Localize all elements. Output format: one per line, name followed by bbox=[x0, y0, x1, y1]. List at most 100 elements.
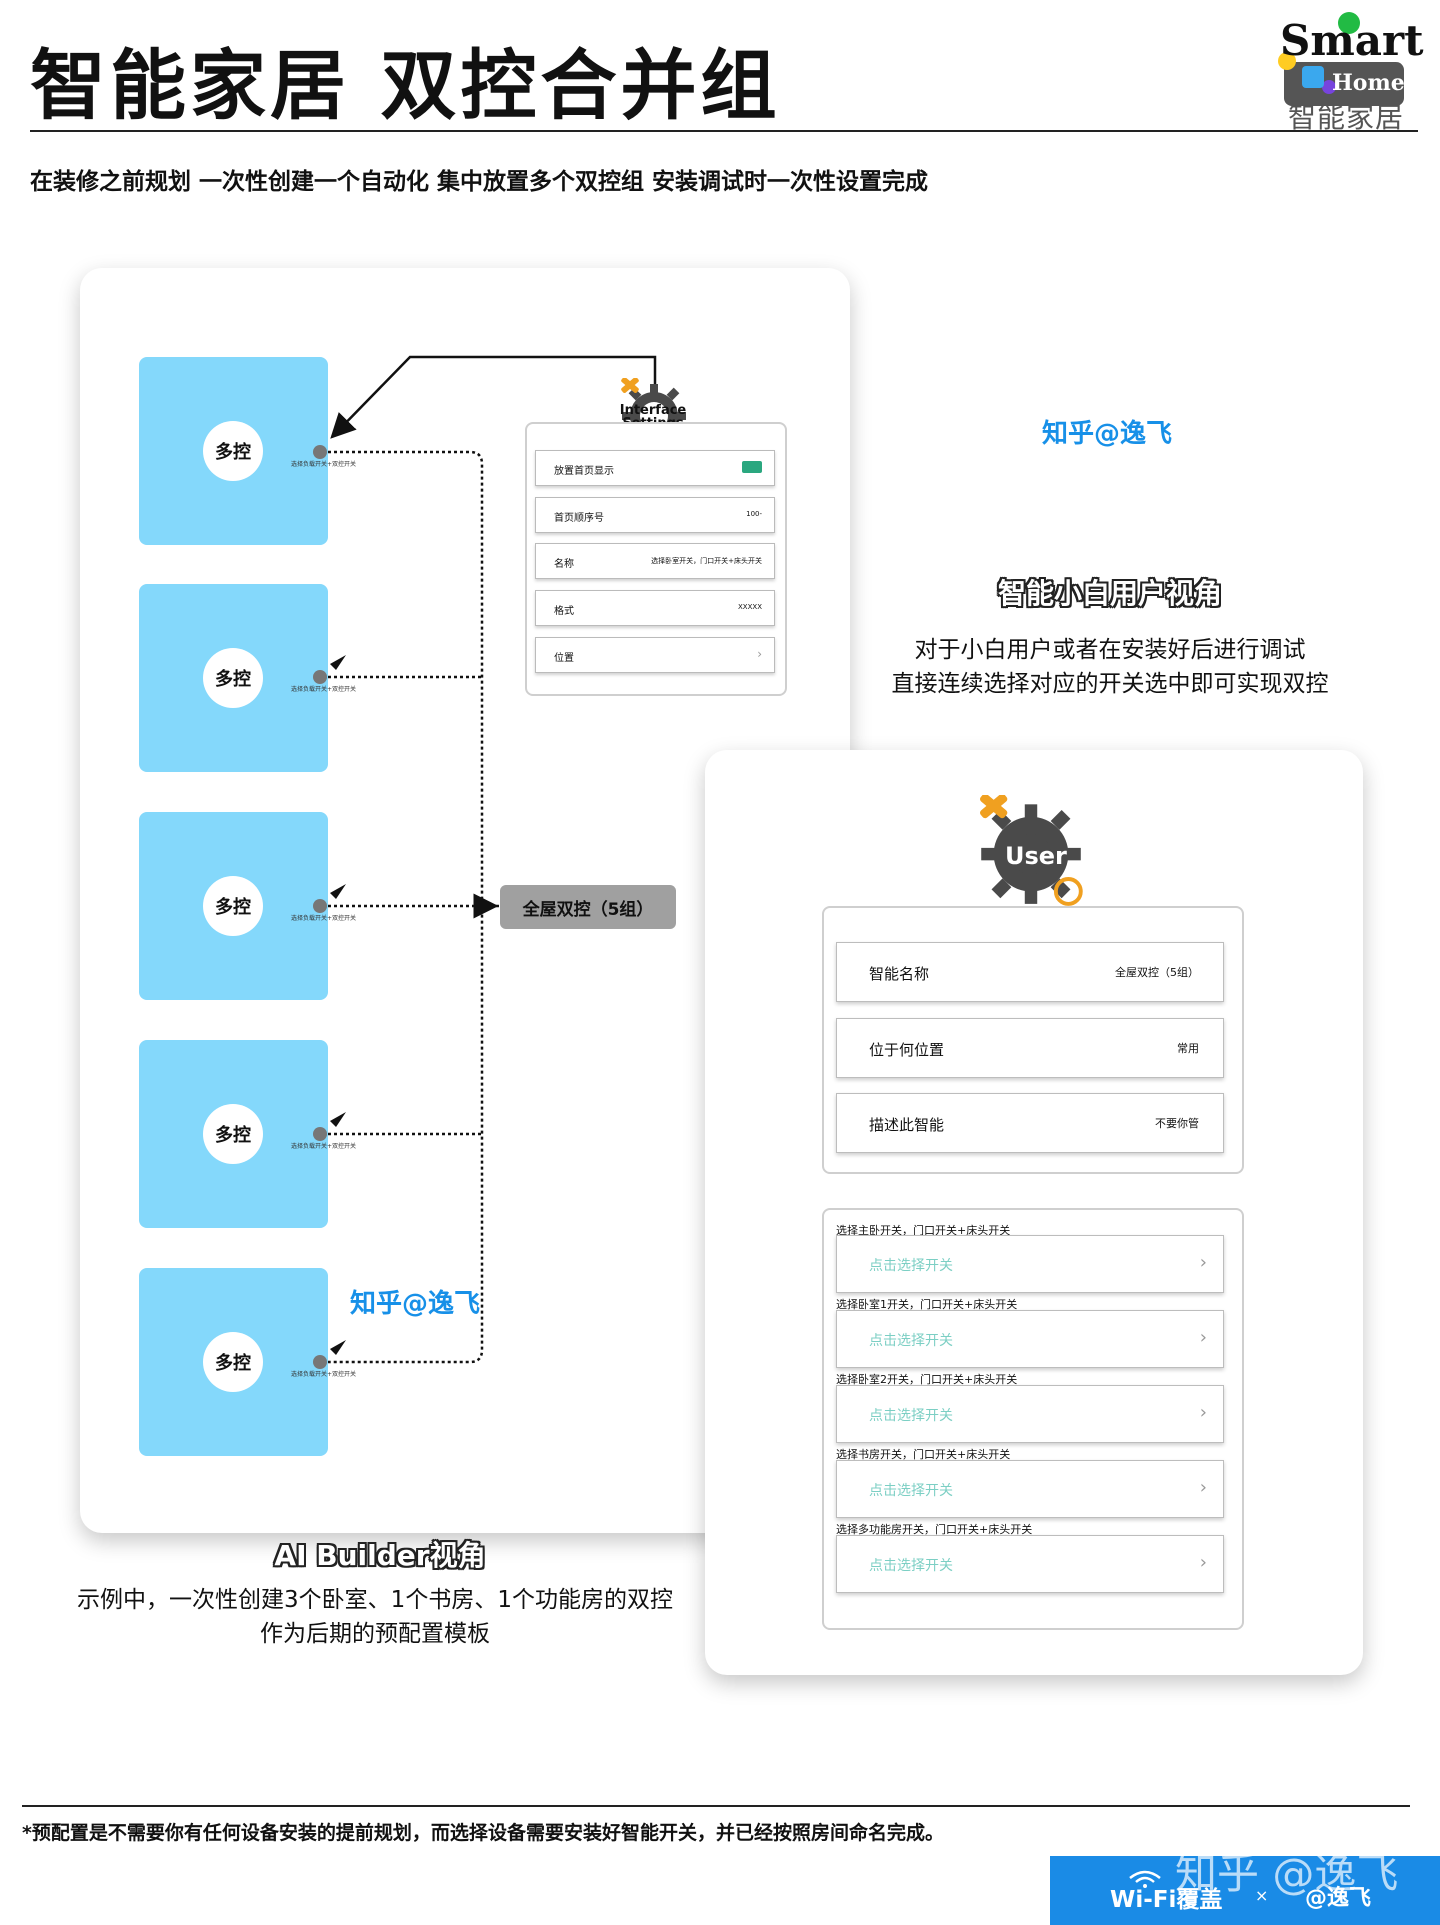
user-watermark: 知乎@逸飞 bbox=[1042, 419, 1173, 449]
settings-row-order[interactable]: 首页顺序号 100- bbox=[535, 497, 775, 533]
tile-node bbox=[313, 899, 327, 913]
select-switch-master-bedroom[interactable]: 点击选择开关 › bbox=[836, 1235, 1224, 1293]
info-row-label: 描述此智能 bbox=[869, 1116, 945, 1134]
logo-blue-square bbox=[1302, 66, 1324, 88]
chevron-right-icon: › bbox=[1199, 1552, 1207, 1573]
toggle-switch[interactable] bbox=[742, 461, 762, 473]
tile-small-text: 选择负载开关+双控开关 bbox=[291, 1371, 357, 1378]
banner-handle: @逸飞 bbox=[1305, 1886, 1372, 1911]
smart-home-logo: Smart Home 智能家居 bbox=[1278, 12, 1424, 134]
switch-placeholder: 点击选择开关 bbox=[869, 1408, 953, 1424]
tile-label: 多控 bbox=[203, 648, 263, 708]
settings-row-label: 位置 bbox=[554, 653, 574, 664]
location-row[interactable]: 位于何位置 常用 bbox=[836, 1018, 1224, 1078]
settings-row-location[interactable]: 位置 › bbox=[535, 637, 775, 673]
switch-select-group: 选择主卧开关，门口开关+床头开关 点击选择开关 › 选择卧室1开关，门口开关+床… bbox=[822, 1208, 1244, 1630]
multi-control-tile-2: 多控 选择负载开关+双控开关 bbox=[139, 584, 356, 772]
logo-yellow-dot bbox=[1278, 52, 1296, 70]
info-row-value: 全屋双控（5组） bbox=[1115, 966, 1199, 979]
select-switch-bedroom-1[interactable]: 点击选择开关 › bbox=[836, 1310, 1224, 1368]
info-row-label: 智能名称 bbox=[869, 965, 930, 983]
user-info-group: 智能名称 全屋双控（5组） 位于何位置 常用 描述此智能 不要你管 bbox=[822, 906, 1244, 1174]
settings-row-label: 首页顺序号 bbox=[554, 513, 604, 524]
tile-small-text: 选择负载开关+双控开关 bbox=[291, 686, 357, 693]
tile-label: 多控 bbox=[203, 1104, 263, 1164]
multi-control-tile-5: 多控 选择负载开关+双控开关 bbox=[139, 1268, 356, 1456]
chevron-right-icon: › bbox=[1199, 1477, 1207, 1498]
switch-row-label: 选择卧室1开关，门口开关+床头开关 bbox=[836, 1298, 1018, 1311]
banner-text: Wi-Fi覆盖 bbox=[1110, 1887, 1223, 1913]
multi-control-tile-1: 多控 选择负载开关+双控开关 bbox=[139, 357, 356, 545]
tile-node bbox=[313, 445, 327, 459]
chevron-right-icon: › bbox=[1199, 1402, 1207, 1423]
footnote: *预配置是不需要你有任何设备安装的提前规划，而选择设备需要安装好智能开关，并已经… bbox=[22, 1822, 944, 1844]
user-caption-line-1: 对于小白用户或者在安装好后进行调试 bbox=[914, 637, 1306, 663]
switch-placeholder: 点击选择开关 bbox=[869, 1558, 953, 1574]
builder-watermark: 知乎@逸飞 bbox=[350, 1289, 481, 1319]
settings-row-label: 格式 bbox=[554, 606, 574, 617]
select-switch-multifunction-room[interactable]: 点击选择开关 › bbox=[836, 1535, 1224, 1593]
banner-watermark: 知乎 @逸飞 bbox=[1175, 1849, 1399, 1898]
dotted-links bbox=[328, 450, 500, 1364]
multi-control-tile-4: 多控 选择负载开关+双控开关 bbox=[139, 1040, 356, 1228]
tile-label: 多控 bbox=[203, 876, 263, 936]
settings-row-format[interactable]: 格式 XXXXX bbox=[535, 590, 775, 626]
settings-row-value: 100- bbox=[746, 510, 762, 518]
info-row-value: 不要你管 bbox=[1155, 1117, 1199, 1130]
logo-smart-text: Smart bbox=[1280, 16, 1424, 65]
settings-row-name[interactable]: 名称 选择卧室开关，门口开关+床头开关 bbox=[535, 543, 775, 579]
settings-row-value: 选择卧室开关，门口开关+床头开关 bbox=[651, 557, 762, 565]
interface-settings-panel: 放置首页显示 首页顺序号 100- 名称 选择卧室开关，门口开关+床头开关 格式… bbox=[525, 422, 787, 696]
description-row[interactable]: 描述此智能 不要你管 bbox=[836, 1093, 1224, 1153]
select-switch-bedroom-2[interactable]: 点击选择开关 › bbox=[836, 1385, 1224, 1443]
user-caption-line-2: 直接连续选择对应的开关选中即可实现双控 bbox=[891, 671, 1329, 697]
settings-row-label: 名称 bbox=[554, 559, 574, 570]
tile-node bbox=[313, 1127, 327, 1141]
smart-name-row[interactable]: 智能名称 全屋双控（5组） bbox=[836, 942, 1224, 1002]
builder-caption-title: AI Builder视角 bbox=[274, 1539, 486, 1572]
title-divider bbox=[30, 130, 1418, 132]
chevron-right-icon: › bbox=[1199, 1252, 1207, 1273]
logo-home-text: Home bbox=[1332, 70, 1405, 96]
settings-row-label: 放置首页显示 bbox=[554, 466, 614, 477]
tile-small-text: 选择负载开关+双控开关 bbox=[291, 1143, 357, 1150]
chevron-right-icon: › bbox=[1199, 1327, 1207, 1348]
user-gear-label: User bbox=[1005, 842, 1067, 870]
tile-small-text: 选择负载开关+双控开关 bbox=[291, 915, 357, 922]
multi-control-tile-3: 多控 选择负载开关+双控开关 bbox=[139, 812, 356, 1000]
switch-row-label: 选择多功能房开关，门口开关+床头开关 bbox=[836, 1523, 1033, 1536]
builder-caption-line-1: 示例中，一次性创建3个卧室、1个书房、1个功能房的双控 bbox=[77, 1587, 673, 1613]
footer-divider bbox=[22, 1805, 1410, 1807]
settings-row-value: XXXXX bbox=[738, 603, 762, 611]
switch-placeholder: 点击选择开关 bbox=[869, 1483, 953, 1499]
footer-banner bbox=[1050, 1856, 1440, 1925]
tile-node bbox=[313, 1355, 327, 1369]
user-gear-icon bbox=[980, 795, 1083, 906]
switch-row-label: 选择卧室2开关，门口开关+床头开关 bbox=[836, 1373, 1018, 1386]
page-title: 智能家居 双控合并组 bbox=[30, 41, 781, 130]
chevron-right-icon: › bbox=[757, 647, 762, 661]
logo-purple-dot bbox=[1322, 80, 1336, 94]
tile-label: 多控 bbox=[203, 1332, 263, 1392]
info-row-value: 常用 bbox=[1177, 1042, 1199, 1055]
user-caption-title: 智能小白用户视角 bbox=[997, 577, 1222, 610]
builder-caption-line-2: 作为后期的预配置模板 bbox=[260, 1621, 490, 1647]
banner-separator: × bbox=[1255, 1886, 1269, 1905]
tile-node bbox=[313, 670, 327, 684]
page-subtitle: 在装修之前规划 一次性创建一个自动化 集中放置多个双控组 安装调试时一次性设置完… bbox=[30, 169, 929, 195]
logo-green-dot bbox=[1338, 12, 1360, 34]
switch-row-label: 选择主卧开关，门口开关+床头开关 bbox=[836, 1224, 1011, 1237]
tile-arrowheads bbox=[330, 655, 346, 1355]
hub-group-label: 全屋双控（5组） bbox=[500, 885, 676, 929]
switch-row-label: 选择书房开关，门口开关+床头开关 bbox=[836, 1448, 1011, 1461]
switch-placeholder: 点击选择开关 bbox=[869, 1258, 953, 1274]
select-switch-study[interactable]: 点击选择开关 › bbox=[836, 1460, 1224, 1518]
settings-row-home-display[interactable]: 放置首页显示 bbox=[535, 450, 775, 486]
feedback-arrow bbox=[330, 355, 657, 439]
wifi-icon bbox=[1129, 1870, 1161, 1888]
tile-small-text: 选择负载开关+双控开关 bbox=[291, 461, 357, 468]
info-row-label: 位于何位置 bbox=[869, 1041, 945, 1059]
logo-cn-text: 智能家居 bbox=[1288, 101, 1405, 134]
switch-placeholder: 点击选择开关 bbox=[869, 1333, 953, 1349]
